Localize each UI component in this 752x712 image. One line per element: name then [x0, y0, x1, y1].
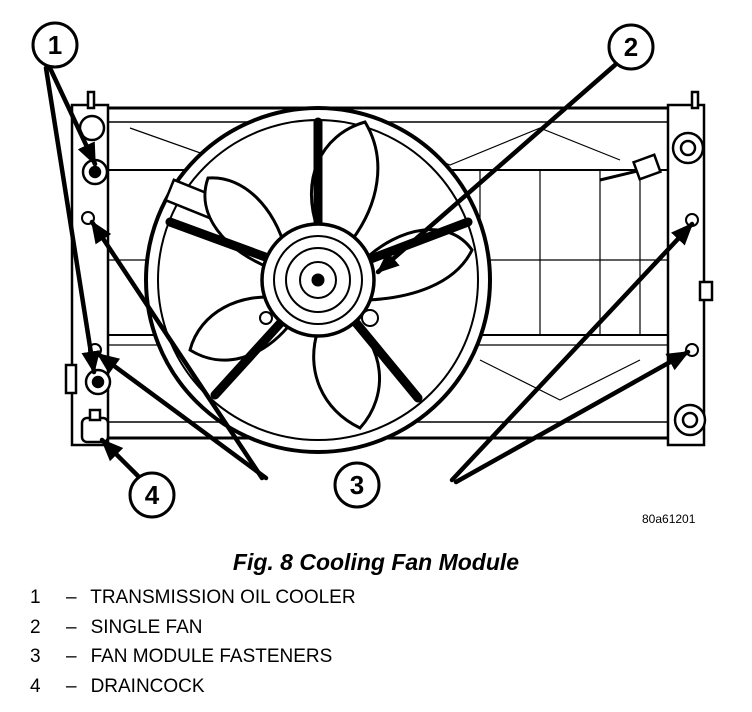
legend-label: FAN MODULE FASTENERS [90, 646, 333, 667]
legend-item: 1 – TRANSMISSION OIL COOLER [30, 588, 356, 618]
oil-cooler-fittings [78, 114, 707, 437]
legend-number: 3 [30, 646, 41, 667]
callout-2-number: 2 [624, 32, 638, 62]
legend: 1 – TRANSMISSION OIL COOLER 2 – SINGLE F… [30, 588, 356, 706]
legend-label: TRANSMISSION OIL COOLER [90, 587, 356, 608]
legend-number: 4 [30, 675, 41, 697]
cooling-fan-module-diagram: 1 2 3 4 [31, 21, 714, 519]
legend-item: 4 – DRAINCOCK [30, 675, 356, 707]
callout-1: 1 [31, 21, 79, 69]
legend-item: 2 – SINGLE FAN [30, 616, 356, 648]
leader-2 [375, 62, 618, 275]
legend-label: DRAINCOCK [90, 675, 205, 697]
callout-4: 4 [128, 471, 176, 519]
leader-3c [449, 221, 695, 483]
leader-3b [95, 351, 269, 481]
leader-4 [99, 437, 141, 479]
leader-1b [43, 65, 101, 375]
shroud-spokes [165, 117, 473, 403]
callout-3: 3 [333, 461, 381, 509]
legend-number: 1 [30, 587, 41, 608]
leader-1a [47, 65, 98, 167]
leader-3d [453, 349, 691, 485]
callout-4-number: 4 [145, 480, 160, 510]
figure-id: 80a61201 [642, 512, 696, 526]
callout-1-number: 1 [48, 30, 62, 60]
callout-2: 2 [607, 23, 655, 71]
leader-3a [89, 219, 265, 481]
legend-label: SINGLE FAN [90, 616, 203, 638]
figure-caption: Fig. 8 Cooling Fan Module [232, 549, 520, 575]
fan-motor-hub [259, 222, 379, 338]
legend-dash: – [65, 646, 77, 667]
leader-arrows [43, 62, 695, 485]
legend-dash: – [65, 587, 77, 608]
legend-dash: – [65, 616, 77, 638]
callout-3-number: 3 [350, 470, 364, 500]
legend-dash: – [65, 675, 77, 697]
draincock [80, 408, 110, 444]
legend-item: 3 – FAN MODULE FASTENERS [30, 647, 356, 677]
legend-number: 2 [30, 616, 41, 638]
